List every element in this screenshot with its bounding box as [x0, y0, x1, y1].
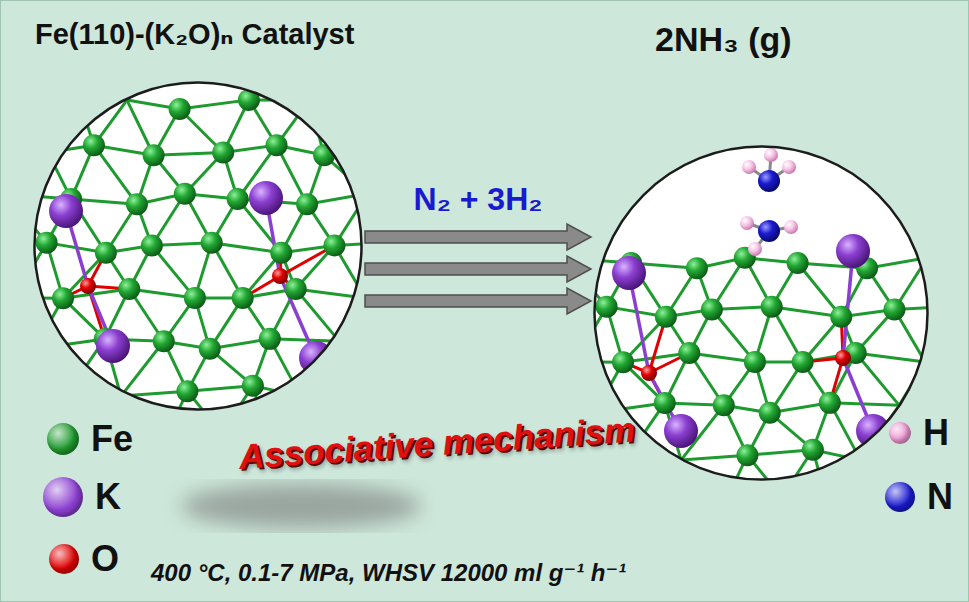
reaction-arrow — [365, 288, 591, 314]
mechanism-title: Associative mechanism — [238, 409, 637, 477]
reaction-stage-circle: Fe(110)-(K₂O)ₙ Catalyst — [33, 17, 363, 411]
legend-entry: O — [49, 539, 119, 579]
reaction-arrow — [365, 256, 591, 282]
atom-swatch — [47, 423, 79, 455]
legend-label: O — [91, 539, 119, 579]
right-lattice — [565, 146, 969, 557]
atom-swatch — [889, 422, 911, 444]
ammonia-molecules — [740, 148, 798, 256]
legend-entry: K — [43, 477, 121, 517]
legend-label: H — [923, 413, 949, 453]
node-heading: Fe(110)-(K₂O)ₙ Catalyst — [33, 17, 363, 52]
reactant-label: N₂ + 3H₂ — [414, 181, 543, 218]
legend-label: Fe — [91, 419, 133, 459]
reaction-stage-circle: 2NH₃ (g) — [593, 19, 929, 481]
atom-swatch — [43, 477, 83, 517]
text-shadow — [181, 484, 421, 528]
legend-label: K — [95, 477, 121, 517]
reaction-conditions: 400 °C, 0.1-7 MPa, WHSV 12000 ml g⁻¹ h⁻¹ — [151, 559, 626, 587]
atom-swatch — [49, 544, 79, 574]
legend-label: N — [927, 477, 953, 517]
circle-outline — [33, 17, 363, 411]
legend-entry: N — [885, 477, 953, 517]
atom-swatch — [885, 482, 915, 512]
legend-entry: Fe — [47, 419, 133, 459]
legend-entry: H — [889, 413, 949, 453]
reaction-arrow — [365, 224, 591, 250]
node-heading: 2NH₃ (g) — [593, 19, 929, 60]
circle-outline — [593, 19, 929, 481]
